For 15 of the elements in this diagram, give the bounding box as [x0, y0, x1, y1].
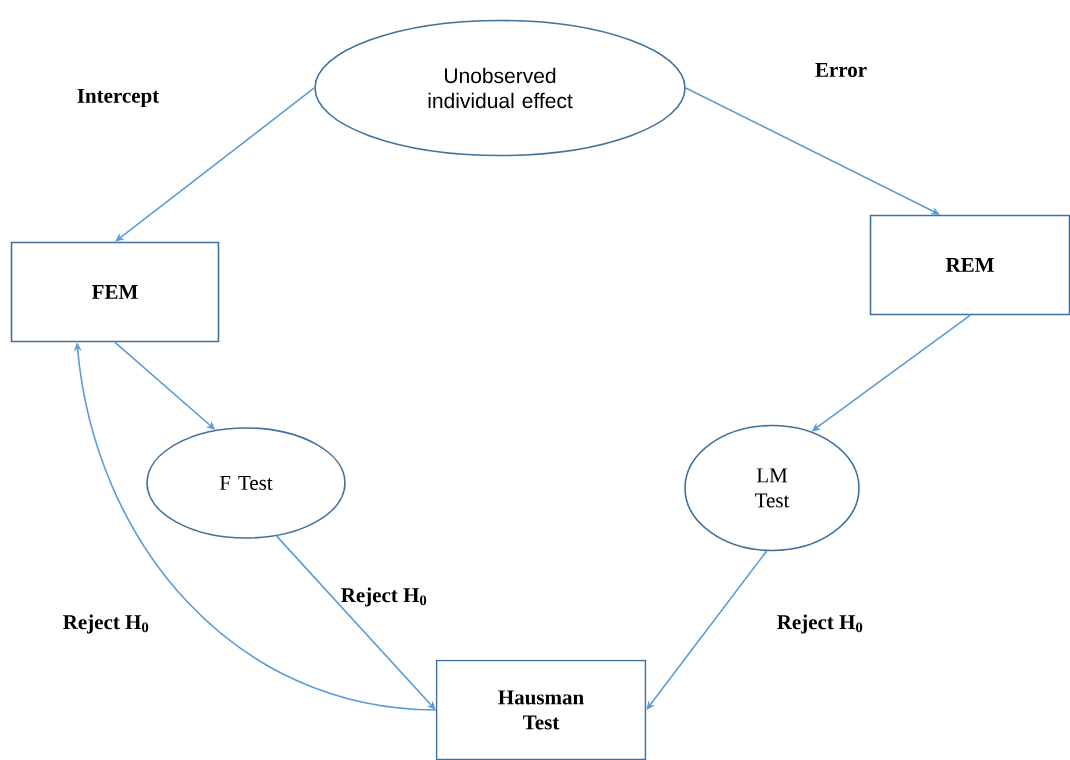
edge-label: Reject H$_{0}$ [777, 614, 863, 634]
ellipse-node: LM Test [684, 424, 860, 552]
ellipse-node: Unobserved individual effect [314, 19, 686, 157]
arrow [646, 550, 768, 710]
edge-label: Reject H$_{0}$ [341, 587, 427, 607]
process-box: Hausman Test [435, 659, 647, 760]
ellipse-node: F Test [146, 427, 346, 539]
arrow [275, 535, 436, 710]
process-box: FEM [10, 241, 220, 343]
edge-label: Reject H$_{0}$ [63, 614, 149, 634]
edge-label: Error [815, 63, 867, 77]
arrow [685, 87, 940, 215]
edge-label: Intercept [77, 88, 160, 108]
arrow [115, 87, 315, 242]
process-box: REM [869, 214, 1070, 316]
